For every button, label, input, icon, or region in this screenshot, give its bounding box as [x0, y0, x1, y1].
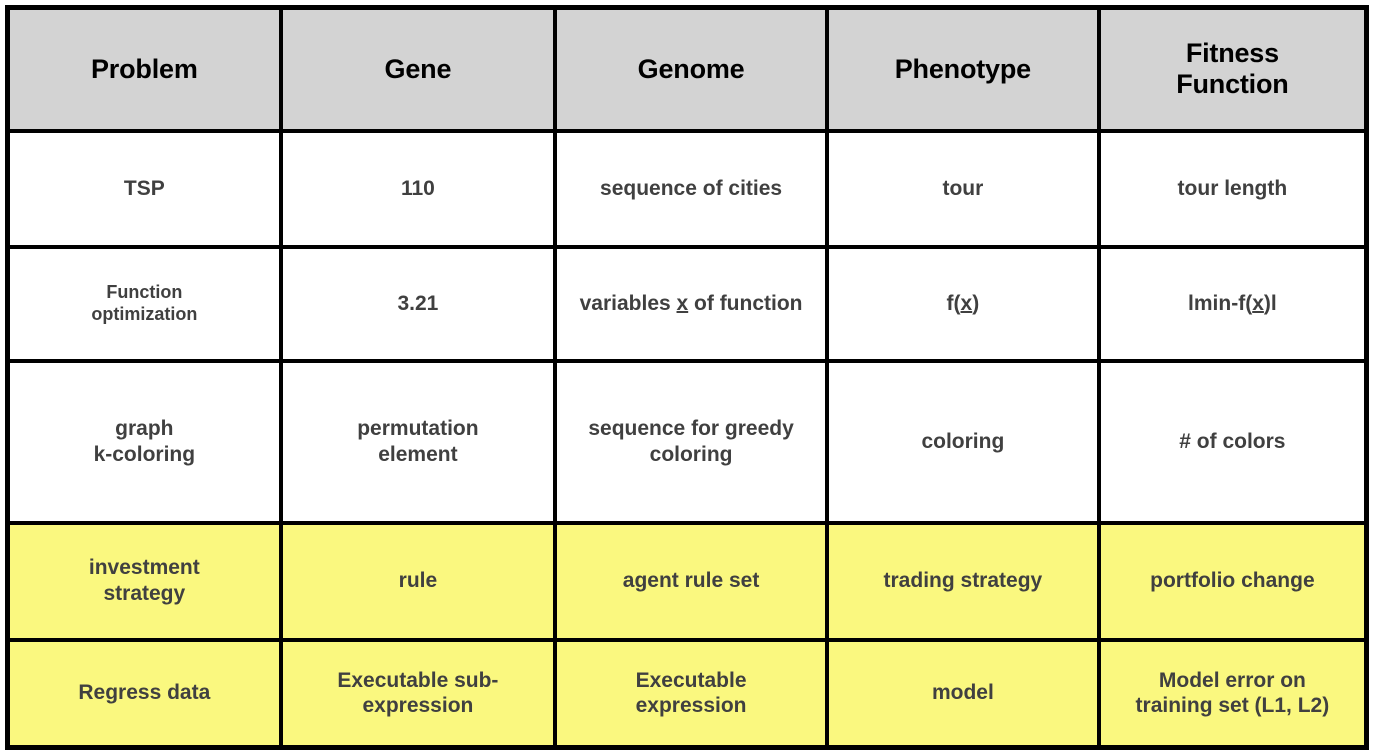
cell-problem-line1: investment — [88, 556, 200, 580]
table-row: Regress data Executable sub- expression … — [5, 637, 1369, 750]
cell-phenotype: model — [824, 637, 1101, 750]
cell-problem: graph k-coloring — [5, 358, 283, 525]
column-header-fitness-function-line1: Fitness — [1185, 37, 1279, 68]
cell-phenotype-vector-x: x — [960, 291, 973, 315]
cell-phenotype-suffix: ) — [972, 291, 980, 315]
cell-fitness-vector-x: x — [1252, 291, 1264, 315]
table-row: TSP 110 sequence of cities tour tour len… — [5, 128, 1369, 249]
cell-phenotype: trading strategy — [824, 520, 1101, 642]
cell-fitness-function: tour length — [1096, 128, 1369, 249]
column-header-fitness-function-line2: Function — [1176, 69, 1289, 100]
table-row: Function optimization 3.21 variables x o… — [5, 244, 1369, 363]
cell-gene-line2: element — [378, 442, 458, 466]
cell-problem-line1: Function — [106, 281, 183, 302]
cell-gene: permutation element — [278, 358, 558, 525]
cell-genome: agent rule set — [553, 520, 829, 642]
column-header-genome: Genome — [553, 5, 829, 133]
cell-gene-line2: expression — [362, 694, 474, 718]
cell-genome: variables x of function — [553, 244, 829, 363]
column-header-phenotype: Phenotype — [824, 5, 1101, 133]
cell-genome: Executable expression — [553, 637, 829, 750]
cell-gene: 3.21 — [278, 244, 558, 363]
cell-problem: investment strategy — [5, 520, 283, 642]
cell-fitness-function: lmin-f(x)l — [1096, 244, 1369, 363]
cell-genome-vector-x: x — [676, 291, 689, 315]
table-header: Problem Gene Genome Phenotype Fitness Fu… — [5, 5, 1369, 133]
column-header-fitness-function: Fitness Function — [1096, 5, 1369, 133]
cell-fitness-prefix: lmin-f( — [1188, 291, 1253, 315]
cell-problem-line2: strategy — [103, 582, 186, 605]
cell-genome-prefix: variables — [579, 291, 677, 315]
column-header-problem: Problem — [5, 5, 283, 133]
cell-problem: TSP — [5, 128, 283, 249]
cell-problem-line2: k-coloring — [93, 442, 196, 466]
genetic-algorithm-mapping-table: Problem Gene Genome Phenotype Fitness Fu… — [5, 5, 1369, 750]
genetic-algorithm-mapping-table-container: Problem Gene Genome Phenotype Fitness Fu… — [5, 5, 1369, 750]
cell-phenotype: tour — [824, 128, 1101, 249]
cell-problem: Regress data — [5, 637, 283, 750]
cell-fitness-function: portfolio change — [1096, 520, 1369, 642]
cell-phenotype: coloring — [824, 358, 1101, 525]
cell-fitness-line1: Model error on — [1158, 668, 1306, 692]
cell-genome-line1: Executable — [635, 668, 747, 692]
cell-gene-line1: Executable sub- — [337, 668, 499, 692]
cell-gene: Executable sub- expression — [278, 637, 558, 750]
header-row: Problem Gene Genome Phenotype Fitness Fu… — [5, 5, 1369, 133]
cell-problem: Function optimization — [5, 244, 283, 363]
cell-genome-line2: expression — [635, 694, 747, 718]
cell-fitness-function: # of colors — [1096, 358, 1369, 525]
cell-fitness-function: Model error on training set (L1, L2) — [1096, 637, 1369, 750]
column-header-gene: Gene — [278, 5, 558, 133]
cell-problem-line2: optimization — [91, 303, 198, 324]
cell-genome: sequence for greedy coloring — [553, 358, 829, 525]
cell-phenotype-prefix: f( — [946, 291, 961, 315]
cell-phenotype: f(x) — [824, 244, 1101, 363]
table-row: graph k-coloring permutation element seq… — [5, 358, 1369, 525]
table-row: investment strategy rule agent rule set … — [5, 520, 1369, 642]
cell-gene-line1: permutation — [357, 416, 479, 440]
cell-fitness-line2: training set (L1, L2) — [1135, 694, 1330, 718]
cell-gene: rule — [278, 520, 558, 642]
table-body: TSP 110 sequence of cities tour tour len… — [5, 128, 1369, 750]
cell-genome-suffix: of function — [688, 291, 803, 315]
cell-genome: sequence of cities — [553, 128, 829, 249]
cell-gene: 110 — [278, 128, 558, 249]
cell-fitness-suffix: )l — [1263, 291, 1277, 315]
cell-problem-line1: graph — [115, 416, 174, 440]
